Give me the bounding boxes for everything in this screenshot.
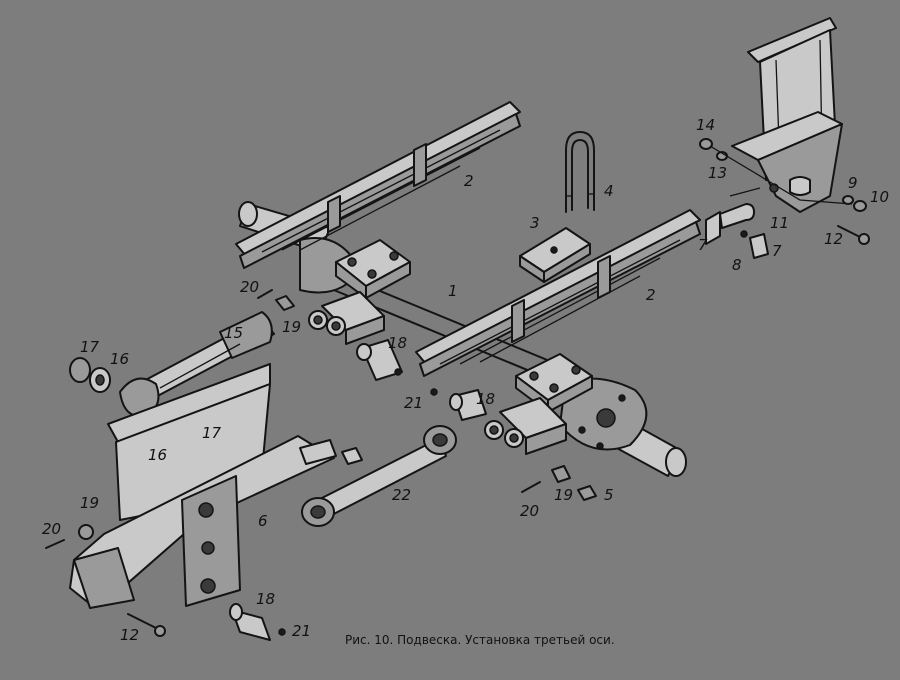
callout-1: 1: [448, 282, 458, 300]
callout-11: 11: [770, 214, 789, 232]
leaf-spring-lower: [415, 209, 701, 377]
callout-19c: 19: [80, 494, 99, 512]
callout-20b: 20: [520, 502, 539, 520]
assembly-lines: [709, 145, 853, 205]
callout-17a: 17: [80, 338, 100, 356]
callout-4: 4: [604, 182, 614, 200]
callout-9: 9: [848, 174, 858, 192]
callout-19b: 19: [554, 486, 573, 504]
right-hub-block: [430, 388, 597, 501]
callout-12a: 12: [824, 230, 843, 248]
callout-8: 8: [732, 256, 742, 274]
callout-12b: 12: [120, 626, 139, 644]
callout-16a: 16: [110, 350, 129, 368]
callout-19a: 19: [282, 318, 301, 336]
callout-18a: 18: [388, 334, 407, 352]
left-hub-block: [257, 289, 403, 381]
callout-15: 15: [224, 324, 243, 342]
support-bracket: [45, 363, 337, 637]
callout-5: 5: [604, 486, 614, 504]
callout-22: 22: [392, 486, 411, 504]
bracket-assembly: [705, 203, 769, 259]
callout-7a: 7: [698, 236, 708, 254]
frame-bracket: [731, 17, 843, 213]
small-hardware: [699, 138, 870, 245]
callout-2a: 2: [464, 172, 474, 190]
u-bolt: [565, 131, 595, 213]
callout-18c: 18: [256, 590, 275, 608]
callout-18b: 18: [476, 390, 495, 408]
reaction-rod: [119, 311, 275, 418]
callout-13: 13: [708, 164, 727, 182]
callout-17b: 17: [202, 424, 222, 442]
figure-caption: Рис. 10. Подвеска. Установка третьей оси…: [345, 633, 615, 647]
callout-20c: 20: [42, 520, 61, 538]
callout-16b: 16: [148, 446, 167, 464]
callout-2b: 2: [646, 286, 656, 304]
callout-21b: 21: [292, 622, 311, 640]
spring-seat-upper: [335, 239, 411, 299]
callout-14: 14: [696, 116, 715, 134]
pin-bottom: [229, 603, 286, 641]
callout-10: 10: [870, 188, 889, 206]
callout-7b: 7: [772, 242, 782, 260]
callout-6: 6: [258, 512, 268, 530]
callouts: 1 2 2 3 4 5 6 7 7 8 9 10 11 12 12 13 14 …: [42, 116, 889, 644]
leaf-spring-upper: [235, 101, 521, 269]
spring-pad: [519, 227, 591, 283]
callout-20a: 20: [240, 278, 259, 296]
torque-rod: [301, 425, 457, 527]
axle-stub-right: [559, 377, 687, 477]
callout-3: 3: [530, 214, 540, 232]
callout-21a: 21: [404, 394, 423, 412]
